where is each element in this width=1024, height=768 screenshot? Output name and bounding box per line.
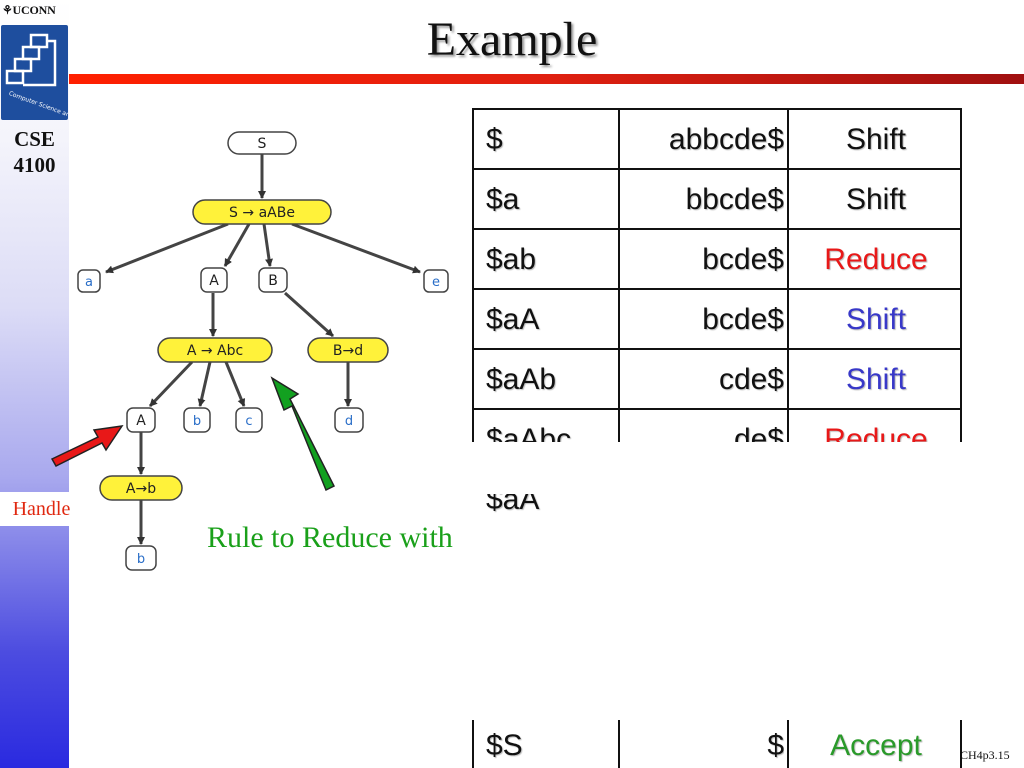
- svg-text:S: S: [258, 136, 267, 152]
- sidebar: ⚘UCONN Computer Science and Engineering …: [0, 0, 110, 768]
- table-divider-2: [787, 108, 789, 443]
- tree-node-A1: A: [200, 267, 228, 293]
- input-cell: bcde$: [702, 243, 784, 276]
- table-row: $ab bcde$ Reduce: [472, 228, 962, 290]
- rule-arrow-icon: [270, 376, 336, 492]
- action-cell: Shift: [845, 183, 907, 216]
- course-line-2: 4100: [13, 153, 56, 177]
- tree-node-B: B: [258, 267, 288, 293]
- svg-text:A → Abc: A → Abc: [187, 343, 243, 359]
- tree-leaf-a: a: [77, 269, 101, 293]
- tree-leaf-c: c: [235, 407, 263, 433]
- uconn-logo-text: ⚘UCONN: [2, 3, 56, 17]
- tree-rule-s: S → aABe: [192, 199, 332, 225]
- course-line-1: CSE: [14, 127, 55, 151]
- stack-cell: $S: [486, 729, 523, 762]
- tree-leaf-d: d: [334, 407, 364, 433]
- course-code: CSE 4100: [0, 126, 69, 178]
- svg-text:a: a: [85, 275, 93, 290]
- svg-text:b: b: [137, 552, 145, 567]
- table-row-accept: $S $ Accept: [472, 720, 964, 768]
- tree-rule-a1: A → Abc: [157, 337, 273, 363]
- action-cell: Accept: [830, 729, 922, 762]
- tree-leaf-e: e: [423, 269, 449, 293]
- stack-cell: $aAb: [486, 363, 557, 396]
- table-border-right: [960, 108, 962, 443]
- action-cell: Shift: [845, 303, 907, 336]
- tree-node-A2: A: [126, 407, 156, 433]
- tree-edges: [105, 154, 421, 545]
- slide-number: CH4p3.15: [960, 748, 1010, 762]
- rule-label: Rule to Reduce with: [207, 521, 453, 554]
- svg-text:e: e: [432, 275, 440, 290]
- tree-leaf-b1: b: [183, 407, 211, 433]
- svg-text:d: d: [345, 414, 353, 429]
- reveal-mask: [472, 516, 1024, 722]
- action-cell: Reduce: [824, 243, 928, 276]
- parse-tree: S S → aABe a A B e A → Abc B→d A b c: [50, 131, 449, 571]
- table-border-left: [472, 108, 474, 443]
- svg-text:A: A: [136, 413, 146, 429]
- svg-text:B→d: B→d: [333, 343, 363, 359]
- parse-table: $ abbcde$ Shift $a bbcde$ Shift $ab bcde…: [472, 108, 964, 768]
- handle-arrow-icon: [50, 425, 124, 467]
- slide-title: Example: [426, 13, 598, 66]
- stack-cell: $ab: [486, 243, 537, 276]
- reveal-mask: [472, 442, 1024, 494]
- handle-label: Handle: [0, 492, 83, 526]
- table-row: $a bbcde$ Shift: [472, 168, 962, 230]
- action-cell: Shift: [845, 123, 907, 156]
- svg-text:S → aABe: S → aABe: [229, 205, 295, 221]
- tree-rule-a2: A→b: [99, 475, 183, 501]
- table-row: $aAb cde$ Shift: [472, 348, 962, 410]
- input-cell: cde$: [718, 363, 784, 396]
- table-row: $ abbcde$ Shift: [472, 108, 962, 170]
- stack-cell: $aA: [486, 303, 540, 336]
- table-row: $aA bcde$ Shift: [472, 288, 962, 350]
- svg-text:B: B: [268, 273, 278, 289]
- svg-text:c: c: [245, 414, 252, 429]
- svg-text:A→b: A→b: [126, 481, 156, 497]
- input-cell: $: [767, 729, 784, 762]
- input-cell: bcde$: [702, 303, 784, 336]
- tree-leaf-b2: b: [125, 545, 157, 571]
- input-cell: bbcde$: [685, 183, 784, 216]
- tree-node-root: S: [227, 131, 297, 155]
- stack-cell: $: [486, 123, 503, 156]
- title-underline: [69, 74, 1024, 84]
- input-cell: abbcde$: [668, 123, 784, 156]
- svg-text:A: A: [209, 273, 219, 289]
- action-cell: Shift: [845, 363, 907, 396]
- table-divider-1: [618, 108, 620, 443]
- stack-cell: $a: [486, 183, 520, 216]
- svg-text:b: b: [193, 414, 201, 429]
- tree-rule-b: B→d: [307, 337, 389, 363]
